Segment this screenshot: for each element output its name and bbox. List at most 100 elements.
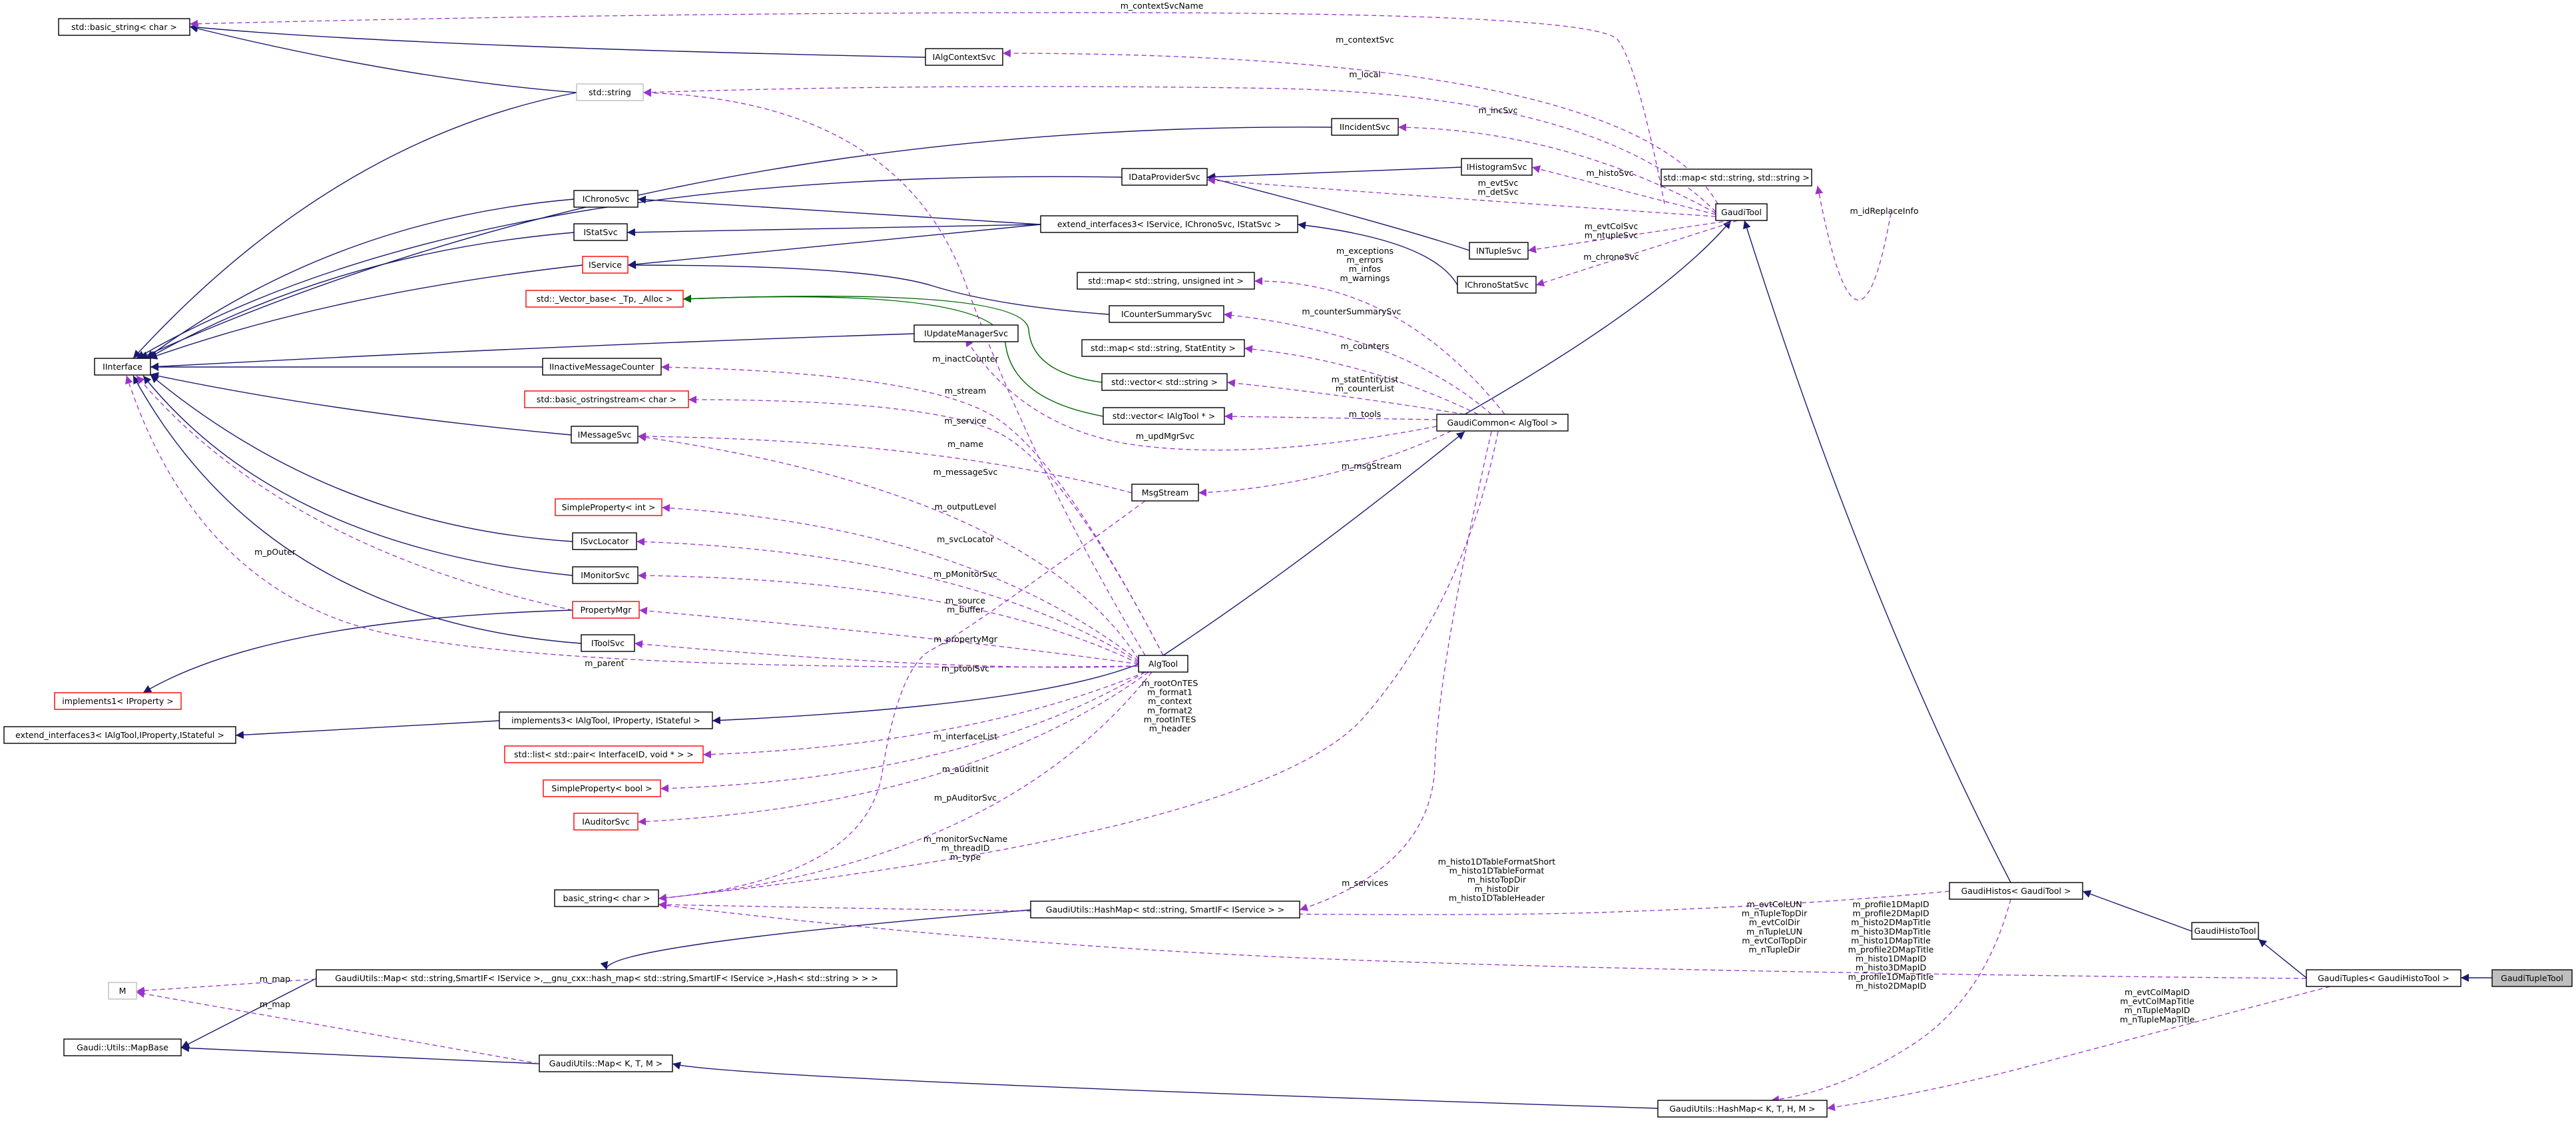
usage-edge bbox=[1527, 220, 1732, 254]
edge-label-pouter: m_pOuter bbox=[254, 547, 296, 557]
class-node-extend-interfaces3-algtool[interactable]: extend_interfaces3< IAlgTool,IProperty,I… bbox=[3, 726, 236, 744]
class-node-intuplesvc[interactable]: INTupleSvc bbox=[1469, 242, 1529, 260]
class-node-algtool[interactable]: AlgTool bbox=[1138, 655, 1188, 673]
class-node-vector-base[interactable]: std::_Vector_base< _Tp, _Alloc > bbox=[525, 290, 684, 308]
class-node-map-string-uint[interactable]: std::map< std::string, unsigned int > bbox=[1077, 272, 1255, 290]
class-node-gauditupletool[interactable]: GaudiTupleTool bbox=[2491, 969, 2573, 987]
class-node-list-pair[interactable]: std::list< std::pair< InterfaceID, void … bbox=[504, 745, 704, 763]
class-node-implements1-iproperty[interactable]: implements1< IProperty > bbox=[54, 692, 182, 710]
class-node-gauditool[interactable]: GaudiTool bbox=[1715, 203, 1768, 221]
edge-label-line: m_nTupleLUN bbox=[1746, 927, 1802, 936]
class-node-hashmap-smartif[interactable]: GaudiUtils::HashMap< std::string, SmartI… bbox=[1030, 901, 1300, 919]
class-node-box bbox=[525, 290, 684, 308]
class-node-label: GaudiTuples< GaudiHistoTool > bbox=[2318, 973, 2449, 983]
class-node-map-hash[interactable]: GaudiUtils::Map< std::string,SmartIF< IS… bbox=[316, 969, 898, 987]
inheritance-edge bbox=[142, 375, 573, 576]
edge-label-line: m_infos bbox=[1349, 264, 1381, 274]
usage-edge bbox=[1770, 899, 2011, 1104]
class-node-basic-ostringstream[interactable]: std::basic_ostringstream< char > bbox=[524, 390, 689, 408]
class-node-simpleproperty-bool[interactable]: SimpleProperty< bool > bbox=[543, 779, 661, 797]
class-node-msgstream[interactable]: MsgStream bbox=[1131, 484, 1199, 502]
class-node-basic-string-char[interactable]: basic_string< char > bbox=[554, 889, 659, 907]
class-node-map-string-string[interactable]: std::map< std::string, std::string > bbox=[1661, 169, 1812, 187]
class-node-box bbox=[542, 358, 662, 376]
class-node-gaudituples[interactable]: GaudiTuples< GaudiHistoTool > bbox=[2306, 969, 2461, 987]
edge-label-propertymgr: m_propertyMgr bbox=[933, 634, 998, 644]
class-node-basic-string-char-top[interactable]: std::basic_string< char > bbox=[58, 18, 190, 36]
class-node-label: IMonitorSvc bbox=[581, 570, 630, 580]
class-node-mapbase[interactable]: Gaudi::Utils::MapBase bbox=[63, 1038, 182, 1056]
edge-label-line: m_counterList bbox=[1336, 384, 1394, 394]
edge-label-line: m_source bbox=[945, 595, 985, 605]
class-node-label: IInterface bbox=[103, 362, 142, 372]
edge-label-line: m_detSvc bbox=[1477, 187, 1518, 197]
usage-edge bbox=[660, 363, 1164, 656]
class-node-label: Gaudi::Utils::MapBase bbox=[77, 1042, 168, 1052]
class-node-ialgcontextsvc[interactable]: IAlgContextSvc bbox=[925, 48, 1003, 66]
class-node-map-string-statentity[interactable]: std::map< std::string, StatEntity > bbox=[1081, 339, 1245, 357]
edge-label-idreplaceinfo: m_idReplaceInfo bbox=[1850, 206, 1919, 216]
class-node-box bbox=[94, 358, 151, 376]
class-node-iinactivemessagecounter[interactable]: IInactiveMessageCounter bbox=[542, 358, 662, 376]
inheritance-edge bbox=[189, 25, 577, 93]
class-node-label: GaudiTool bbox=[1721, 207, 1762, 217]
class-node-iauditorsvc[interactable]: IAuditorSvc bbox=[573, 813, 639, 831]
inheritance-edge bbox=[1742, 220, 2011, 883]
class-node-simpleproperty-int[interactable]: SimpleProperty< int > bbox=[555, 498, 662, 516]
edge-label-line: m_name bbox=[947, 439, 983, 449]
class-node-box bbox=[504, 745, 704, 763]
class-node-vector-string[interactable]: std::vector< std::string > bbox=[1101, 373, 1228, 391]
edge-label-pmonitorsvc: m_pMonitorSvc bbox=[933, 569, 997, 579]
class-node-istatsvc[interactable]: IStatSvc bbox=[573, 223, 628, 241]
class-node-label: extend_interfaces3< IService, IChronoSvc… bbox=[1057, 219, 1281, 229]
class-node-label: IHistogramSvc bbox=[1467, 162, 1527, 172]
usage-edge bbox=[965, 338, 1437, 451]
class-node-ihistogramsvc[interactable]: IHistogramSvc bbox=[1461, 158, 1533, 176]
class-node-box bbox=[108, 982, 137, 1000]
class-node-vector-ialgtool[interactable]: std::vector< IAlgTool * > bbox=[1103, 407, 1225, 425]
class-node-idataprovidersvc[interactable]: IDataProviderSvc bbox=[1121, 168, 1208, 186]
class-node-propertymgr[interactable]: PropertyMgr bbox=[572, 601, 640, 619]
inheritance-edge bbox=[2258, 938, 2307, 978]
class-node-label: IChronoSvc bbox=[583, 194, 630, 204]
class-node-gaudicommon[interactable]: GaudiCommon< AlgTool > bbox=[1436, 414, 1569, 432]
class-node-implements3[interactable]: implements3< IAlgTool, IProperty, IState… bbox=[499, 711, 713, 729]
class-node-m[interactable]: M bbox=[108, 982, 137, 1000]
class-node-iservice[interactable]: IService bbox=[582, 256, 629, 274]
class-node-gaudihistos[interactable]: GaudiHistos< GaudiTool > bbox=[1949, 882, 2083, 900]
inheritance-edge bbox=[1206, 175, 1470, 251]
class-node-isvclocator[interactable]: ISvcLocator bbox=[572, 532, 637, 550]
class-node-imonitorsvc[interactable]: IMonitorSvc bbox=[572, 566, 639, 584]
class-node-std-string[interactable]: std::string bbox=[576, 83, 644, 101]
inheritance-edge bbox=[627, 224, 1041, 268]
class-node-ichronosvc[interactable]: IChronoSvc bbox=[573, 190, 639, 208]
class-node-iincidentsvc[interactable]: IIncidentSvc bbox=[1331, 118, 1399, 136]
class-node-itoolsvc[interactable]: IToolSvc bbox=[581, 634, 635, 652]
class-node-ichronostatsvc[interactable]: IChronoStatSvc bbox=[1457, 276, 1537, 294]
inheritance-edge bbox=[672, 1062, 1659, 1109]
class-node-box bbox=[54, 692, 182, 710]
class-node-gaudihistotool[interactable]: GaudiHistoTool bbox=[2191, 922, 2259, 940]
class-node-map-ktm[interactable]: GaudiUtils::Map< K, T, M > bbox=[539, 1054, 673, 1072]
edge-label-line: m_evtColTopDir bbox=[1742, 935, 1807, 945]
edge-label-line: m_format2 bbox=[1147, 705, 1192, 715]
inheritance-edge bbox=[180, 978, 317, 1048]
class-node-extend-interfaces3-svc[interactable]: extend_interfaces3< IService, IChronoSvc… bbox=[1040, 215, 1298, 233]
edge-label-line: m_histo1DMapID bbox=[1856, 954, 1926, 964]
class-node-icountersummarysvc[interactable]: ICounterSummarySvc bbox=[1109, 305, 1224, 323]
edge-label-line: m_histo1DTableHeader bbox=[1449, 893, 1545, 903]
class-node-imessagesvc[interactable]: IMessageSvc bbox=[571, 426, 639, 444]
class-node-iupdatemanagersvc[interactable]: IUpdateManagerSvc bbox=[913, 324, 1019, 342]
usage-edge bbox=[1002, 49, 1718, 204]
edge-label-profile1dmapid: m_profile1DMapIDm_profile2DMapIDm_histo2… bbox=[1848, 899, 1934, 990]
class-node-hashmap-kthm[interactable]: GaudiUtils::HashMap< K, T, H, M > bbox=[1657, 1100, 1828, 1118]
edge-label-line: m_outputLevel bbox=[935, 502, 997, 512]
inheritance-edge bbox=[712, 663, 1139, 725]
edge-label-line: m_histo3DMapTitle bbox=[1851, 927, 1931, 936]
usage-edge bbox=[125, 375, 1139, 668]
usage-edge bbox=[636, 538, 1139, 663]
class-node-label: std::map< std::string, StatEntity > bbox=[1091, 343, 1236, 353]
class-node-iinterface[interactable]: IInterface bbox=[94, 358, 151, 376]
inheritance-edge bbox=[627, 224, 1041, 236]
